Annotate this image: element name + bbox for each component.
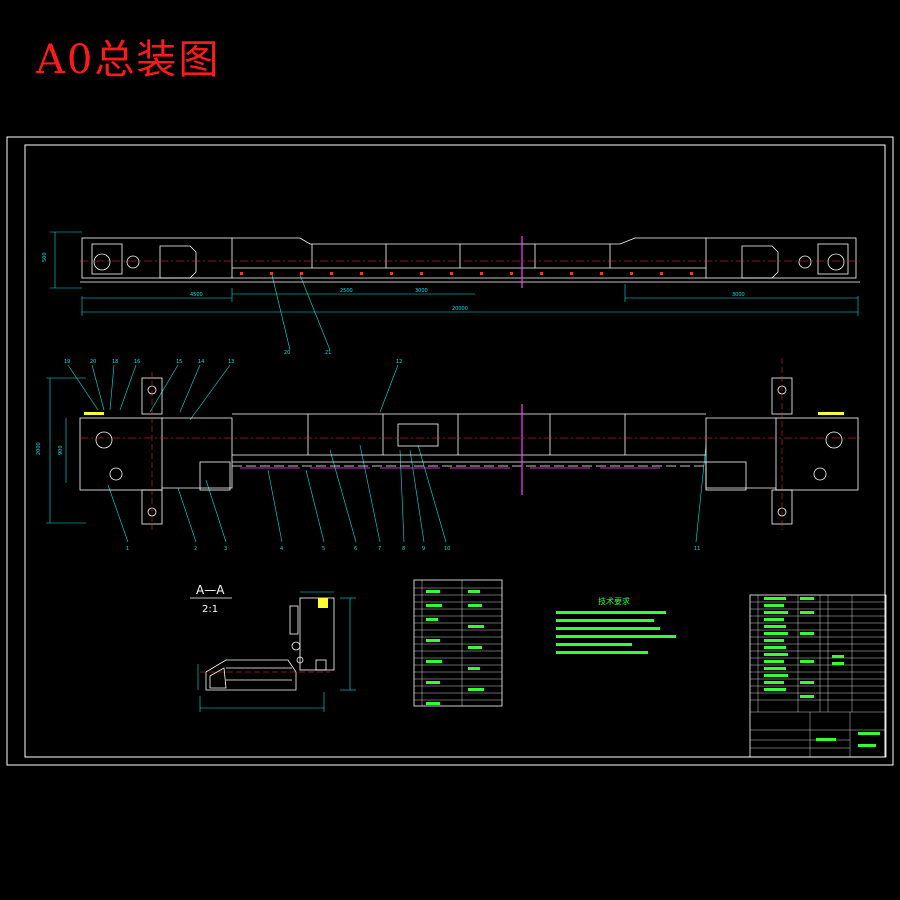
title-block [749,594,887,758]
page-title: A0总装图 [36,37,221,83]
svg-text:4500: 4500 [190,292,203,298]
technical-notes: 技术要求 [556,596,676,654]
svg-text:20000: 20000 [452,306,468,312]
svg-text:20: 20 [90,359,96,365]
svg-text:4: 4 [280,546,283,552]
outer-frame [6,136,894,766]
svg-text:2: 2 [194,546,197,552]
svg-text:20: 20 [284,350,290,356]
svg-text:14: 14 [198,359,204,365]
svg-text:2500: 2500 [340,288,353,294]
svg-text:10: 10 [444,546,450,552]
section-scale: 2:1 [202,604,218,615]
svg-text:11: 11 [694,546,700,552]
section-view: A—A 2:1 [190,583,356,712]
svg-text:19: 19 [64,359,70,365]
svg-text:18: 18 [112,359,118,365]
svg-text:9: 9 [422,546,425,552]
svg-text:500: 500 [42,252,48,262]
svg-text:8: 8 [402,546,405,552]
svg-text:21: 21 [325,350,331,356]
svg-text:3000: 3000 [415,288,428,294]
svg-text:3000: 3000 [732,292,745,298]
svg-text:13: 13 [228,359,234,365]
svg-text:12: 12 [396,359,402,365]
inner-frame [24,144,886,758]
svg-text:2000: 2000 [36,442,42,455]
notes-title: 技术要求 [598,596,630,606]
elevation-view: 500 20000 4500 2500 3000 3000 20 21 [42,231,860,356]
svg-text:5: 5 [322,546,325,552]
svg-text:1: 1 [126,546,129,552]
svg-text:7: 7 [378,546,381,552]
svg-text:16: 16 [134,359,140,365]
svg-text:15: 15 [176,359,182,365]
svg-text:900: 900 [58,445,64,455]
parts-table [413,579,503,707]
svg-text:6: 6 [354,546,357,552]
section-label: A—A [196,583,225,597]
svg-text:3: 3 [224,546,227,552]
